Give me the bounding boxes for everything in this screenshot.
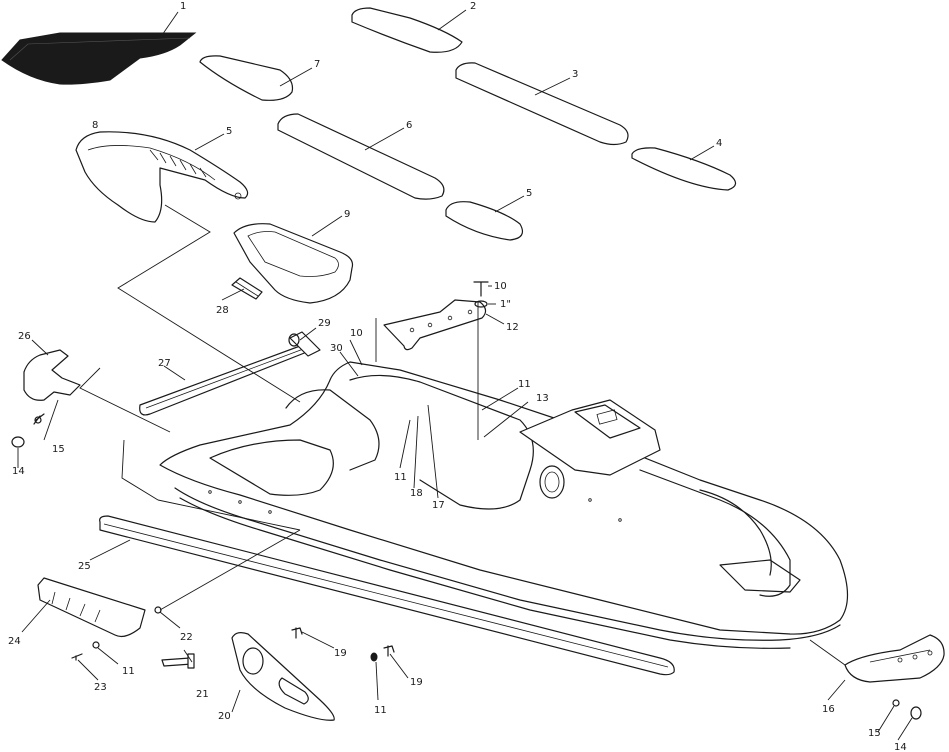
callout-9: 9 [344,209,350,220]
part-2-pad [351,7,463,53]
part-24-vent [37,577,146,638]
callout-7: 7 [314,59,320,70]
callout-18: 18 [410,488,423,499]
callout-14-left: 14 [12,466,25,477]
callout-26: 26 [18,331,31,342]
callout-25: 25 [78,561,91,572]
part-7-pad [199,55,294,101]
callout-17: 17 [432,500,445,511]
callout-12: 12 [506,322,519,333]
callout-6: 6 [406,120,412,131]
callout-labels: 1 2 3 4 5 5 6 7 8 9 10 10 1" 11 11 11 11… [8,1,907,752]
callout-5-handle: 5 [226,126,232,137]
callout-29: 29 [318,318,331,329]
callout-2: 2 [470,1,476,12]
callout-16: 16 [822,704,835,715]
part-3-strip [455,62,629,146]
callout-11-mid: 11 [394,472,407,483]
part-20-side-panel [231,632,335,721]
callout-30: 30 [330,343,343,354]
fastener-stack-10-11 [473,281,489,308]
part-6-strip [277,113,445,200]
callout-23: 23 [94,682,107,693]
part-9-tray [233,223,354,304]
callout-21: 21 [196,689,209,700]
part-4-pad [631,147,737,191]
fasteners-14-15-left [11,413,45,448]
callout-14-right: 14 [894,742,907,752]
part-26-bracket [23,349,81,401]
callout-3: 3 [572,69,578,80]
callout-10-mid: 10 [350,328,363,339]
leader-lines [17,9,913,741]
part-8-handle [75,131,249,223]
part-29-bolt [288,331,321,357]
callout-4: 4 [716,138,722,149]
callout-11-bottom: 11 [374,705,387,716]
callout-11-right: 11 [518,379,531,390]
callout-15-right: 15 [868,728,881,739]
part-19-clips [291,627,395,662]
fasteners-14-15-right [892,699,922,720]
part-21-bolt [161,653,195,669]
callout-19-bottom: 19 [410,677,423,688]
callout-1-quote: 1" [500,299,511,310]
callout-13: 13 [536,393,549,404]
callout-20: 20 [218,711,231,722]
callout-27: 27 [158,358,171,369]
callout-28: 28 [216,305,229,316]
callout-11-left: 11 [122,666,135,677]
callout-15-left: 15 [52,444,65,455]
watercraft-hull [159,361,849,649]
part-25-rubrail [99,515,675,676]
callout-22: 22 [180,632,193,643]
callout-10-top: 10 [494,281,507,292]
callout-19-top: 19 [334,648,347,659]
callout-8: 8 [92,120,98,131]
fasteners-11-23-left [71,641,100,661]
part-1-mat [1,32,197,85]
part-16-rear-handle [844,634,945,683]
callout-24: 24 [8,636,21,647]
part-28-pin [231,277,263,300]
part-12-bracket [383,299,487,351]
part-5-pad [445,201,523,241]
callout-1: 1 [180,1,186,12]
part-22-screw [154,606,162,614]
callout-5-pad: 5 [526,188,532,199]
